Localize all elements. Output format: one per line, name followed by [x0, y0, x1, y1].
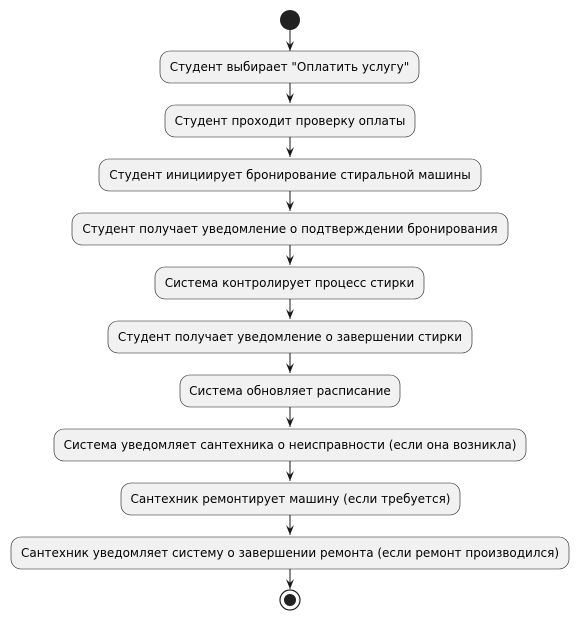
- activity-label: Студент выбирает "Оплатить услугу": [170, 60, 410, 74]
- activity-node: Студент получает уведомление о подтвержд…: [71, 212, 509, 246]
- activity-label: Студент получает уведомление о завершени…: [118, 330, 462, 344]
- activity-node-box: [179, 374, 401, 408]
- activity-node: Сантехник ремонтирует машину (если требу…: [120, 482, 461, 516]
- arrows: [286, 30, 294, 589]
- activity-node-box: [71, 212, 509, 246]
- activity-node: Сантехник уведомляет систему о завершени…: [10, 536, 570, 570]
- activity-node-box: [10, 536, 570, 570]
- activity-label: Система контролирует процесс стирки: [165, 276, 415, 290]
- arrow-head: [286, 471, 294, 481]
- arrow-head: [286, 147, 294, 157]
- activity-node: Студент инициирует бронирование стиральн…: [98, 158, 482, 192]
- activity-node: Система уведомляет сантехника о неисправ…: [53, 428, 527, 462]
- activity-node: Студент выбирает "Оплатить услугу": [159, 50, 420, 84]
- activity-node-box: [107, 320, 473, 354]
- end-node: [279, 589, 301, 611]
- arrow-head: [286, 201, 294, 211]
- activity-node-box: [154, 266, 425, 300]
- activity-label: Студент проходит проверку оплаты: [175, 114, 406, 128]
- activity-node: Система контролирует процесс стирки: [154, 266, 425, 300]
- arrow-head: [286, 417, 294, 427]
- start-node: [280, 10, 300, 30]
- arrow-head: [286, 41, 294, 51]
- activity-label: Студент инициирует бронирование стиральн…: [109, 168, 471, 182]
- activity-node: Система обновляет расписание: [179, 374, 401, 408]
- arrow-head: [286, 525, 294, 535]
- arrow-head: [286, 363, 294, 373]
- arrow-head: [286, 255, 294, 265]
- activity-node-box: [164, 104, 416, 138]
- activity-node: Студент получает уведомление о завершени…: [107, 320, 473, 354]
- activity-label: Сантехник уведомляет систему о завершени…: [21, 546, 559, 560]
- activity-label: Система уведомляет сантехника о неисправ…: [64, 438, 517, 452]
- activity-label: Студент получает уведомление о подтвержд…: [82, 222, 497, 236]
- activity-node-box: [53, 428, 527, 462]
- activity-node-box: [159, 50, 420, 84]
- activity-node-box: [120, 482, 461, 516]
- arrow-head: [286, 579, 294, 589]
- activity-label: Сантехник ремонтирует машину (если требу…: [131, 492, 451, 506]
- end-node-dot: [284, 594, 296, 606]
- arrow-head: [286, 93, 294, 103]
- activity-node: Студент проходит проверку оплаты: [164, 104, 416, 138]
- arrow-head: [286, 309, 294, 319]
- activity-node-box: [98, 158, 482, 192]
- activity-label: Система обновляет расписание: [189, 384, 391, 398]
